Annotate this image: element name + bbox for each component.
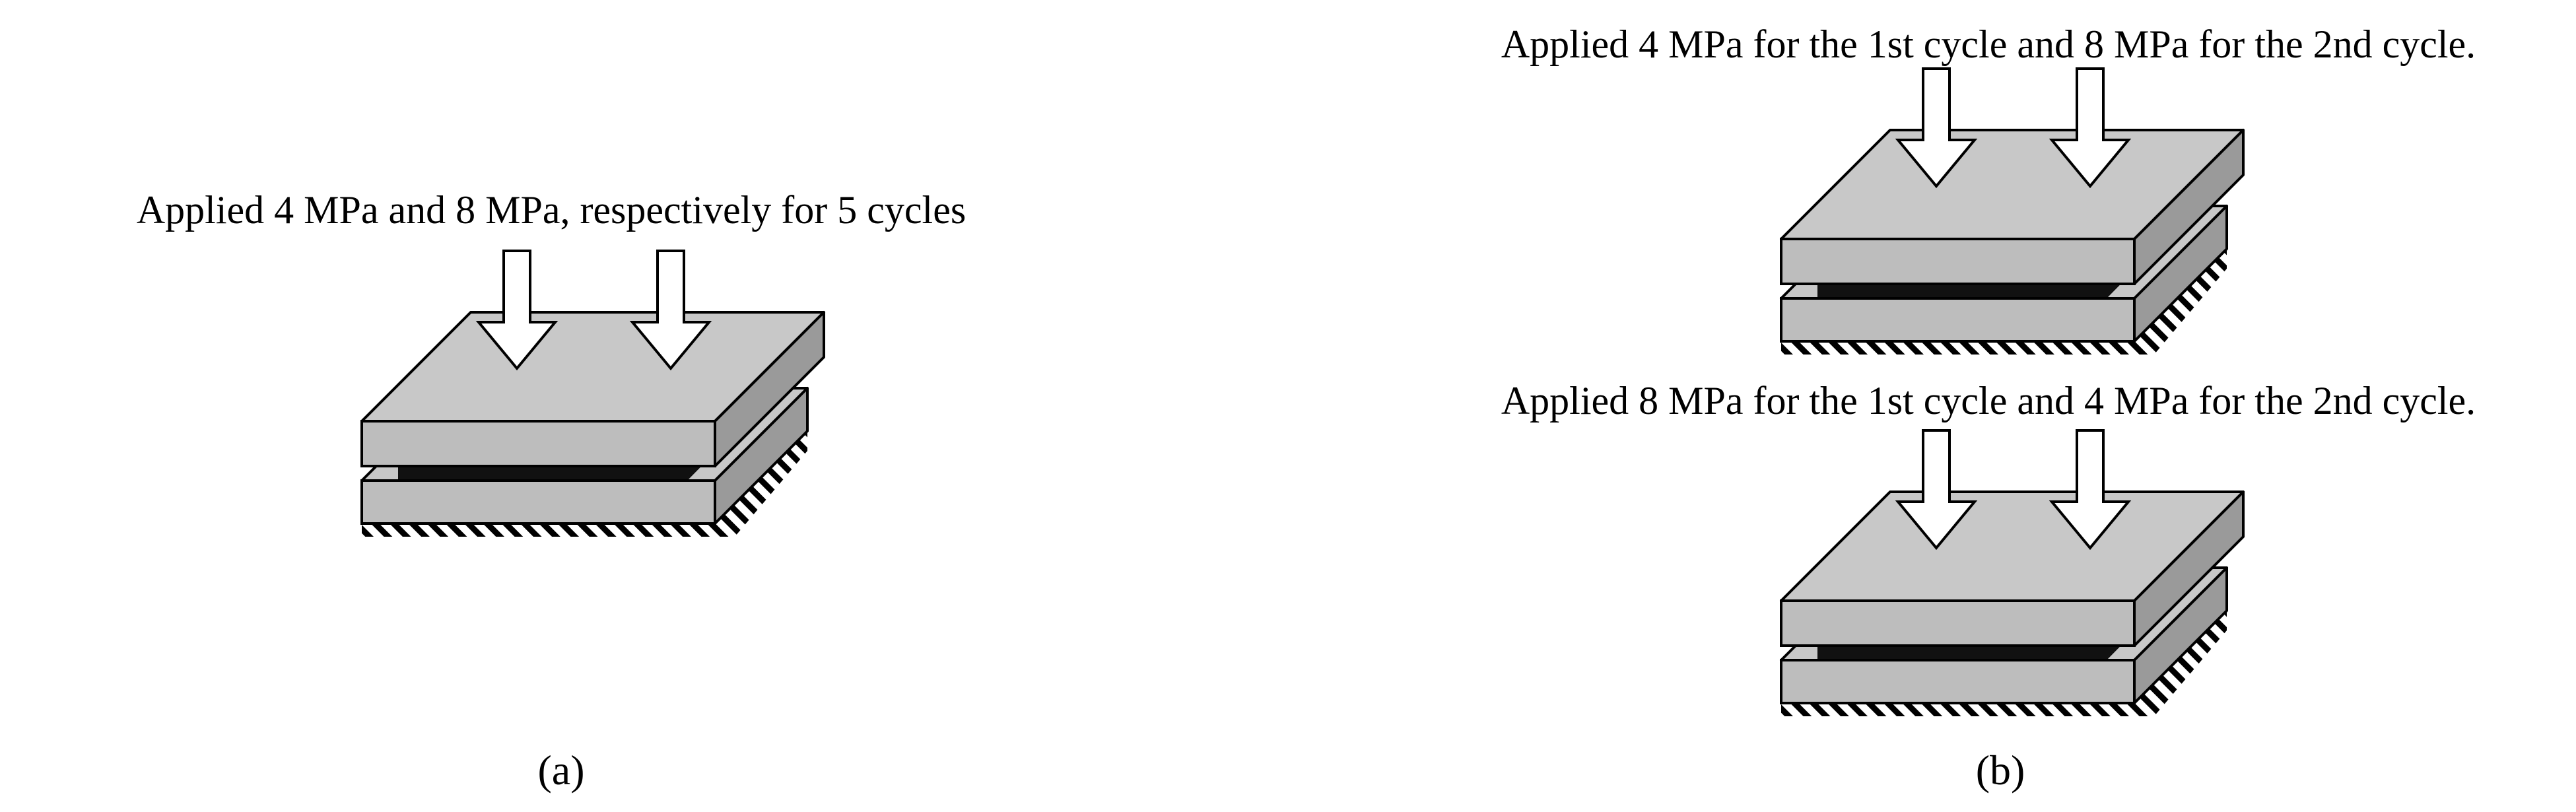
panel-b-label: (b) xyxy=(1976,747,2025,794)
panel-a: Applied 4 MPa and 8 MPa, respectively fo… xyxy=(137,188,966,794)
panel-a-caption: Applied 4 MPa and 8 MPa, respectively fo… xyxy=(137,188,966,232)
panel-b-bottom-plate-assembly xyxy=(1780,429,2245,718)
panel-b-bottom-caption: Applied 8 MPa for the 1st cycle and 4 MP… xyxy=(1501,379,2476,423)
panel-a-plate-assembly xyxy=(360,250,825,538)
panel-b-top-caption: Applied 4 MPa for the 1st cycle and 8 MP… xyxy=(1501,22,2476,66)
panel-b-top-plate-assembly xyxy=(1780,67,2245,356)
panel-a-label: (a) xyxy=(537,747,584,794)
panel-b: Applied 4 MPa for the 1st cycle and 8 MP… xyxy=(1501,22,2476,794)
